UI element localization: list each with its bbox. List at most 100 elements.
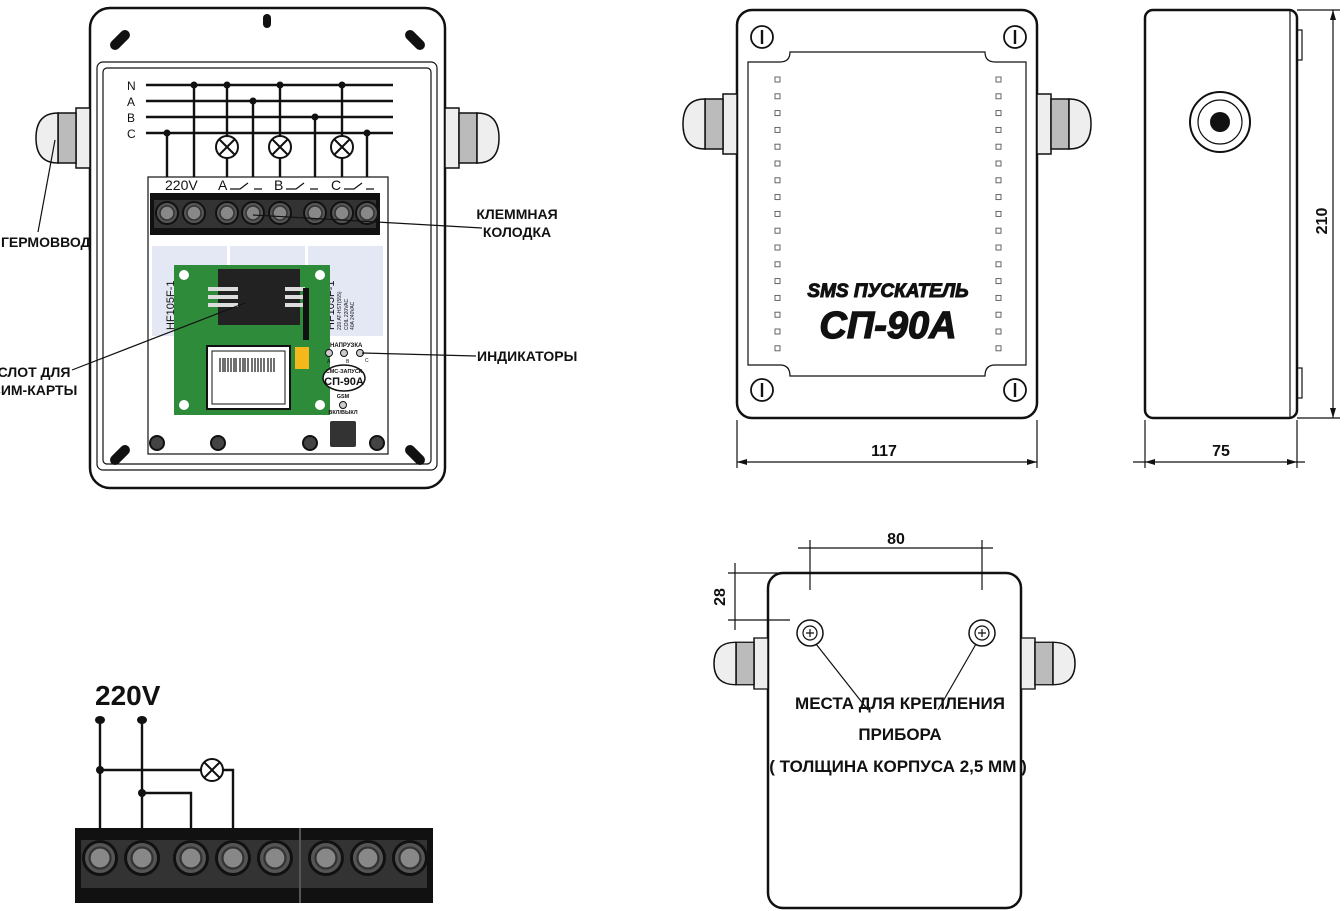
callout-indicators: ИНДИКАТОРЫ — [477, 348, 577, 364]
vent-square — [995, 194, 1002, 201]
wiring-voltage: 220V — [95, 680, 161, 711]
terminal-block — [150, 193, 380, 235]
bus-label-a: A — [127, 95, 135, 109]
vent-square — [774, 93, 781, 100]
relay-label: 40A 240VAC — [350, 301, 356, 330]
barcode-icon — [219, 358, 275, 372]
badge-top: СМС-ЗАПУСК — [326, 369, 363, 375]
cable-gland-icon — [1020, 637, 1076, 690]
dim-height: 210 — [1314, 208, 1331, 235]
vent-square — [995, 227, 1002, 234]
callout-gland: ГЕРМОВВОД — [1, 234, 91, 250]
screw-icon — [749, 377, 775, 403]
vent-square — [774, 261, 781, 268]
terminal-label-c: C — [331, 177, 341, 193]
mount-hole-icon — [796, 619, 996, 647]
vent-square — [995, 143, 1002, 150]
vent-square — [995, 328, 1002, 335]
relay-label: 220 AT-HST(555) — [337, 291, 343, 330]
dim-width: 117 — [871, 443, 897, 460]
vent-squares — [774, 76, 1002, 352]
bus-label-c: C — [127, 127, 136, 141]
vent-square — [774, 76, 781, 83]
vent-square — [774, 294, 781, 301]
screw-icon — [749, 24, 775, 50]
callout-terminal-2: КОЛОДКА — [483, 224, 551, 240]
vent-square — [995, 210, 1002, 217]
vent-square — [995, 311, 1002, 318]
bus-label-n: N — [127, 79, 136, 93]
callout-sim-2: СИМ-КАРТЫ — [0, 382, 77, 398]
vent-square — [774, 110, 781, 117]
lamp-icon — [268, 135, 292, 159]
vent-square — [995, 278, 1002, 285]
led-a-icon — [325, 349, 333, 357]
bottom-view: 80 28 МЕСТА ДЛЯ КРЕПЛЕНИЯ ПРИБОРА ( ТОЛЩ… — [712, 531, 1076, 910]
led-b-icon — [340, 349, 348, 357]
vent-square — [774, 227, 781, 234]
vent-square — [774, 177, 781, 184]
screw-icon — [1002, 377, 1028, 403]
terminal-label-a: A — [218, 177, 228, 193]
front-view: N A B C 220V A B C — [0, 6, 577, 490]
dim-hole-spacing: 80 — [887, 531, 905, 548]
lamp-icon — [330, 135, 354, 159]
vent-square — [774, 126, 781, 133]
lamp-icon — [200, 758, 224, 782]
product-label-small: SMS ПУСКАТЕЛЬ — [807, 281, 968, 302]
dim-depth: 75 — [1212, 443, 1230, 460]
cable-gland-icon — [713, 637, 769, 690]
vent-square — [995, 76, 1002, 83]
vent-square — [774, 210, 781, 217]
screw-icon — [1002, 24, 1028, 50]
led-header: НАПРУЗКА — [330, 343, 363, 349]
terminal-label-b: B — [274, 177, 283, 193]
dim-hole-offset: 28 — [712, 588, 729, 606]
wiring-example: 220V — [75, 680, 433, 903]
cable-gland-icon — [35, 107, 91, 169]
vent-square — [995, 126, 1002, 133]
badge-main: СП-90А — [324, 376, 364, 388]
vent-square — [774, 278, 781, 285]
brand-badge — [322, 364, 366, 392]
power-button[interactable] — [330, 421, 356, 447]
corner-slot-icon — [110, 30, 425, 465]
callout-sim-1: СЛОТ ДЛЯ — [0, 364, 70, 380]
mount-note-1: МЕСТА ДЛЯ КРЕПЛЕНИЯ — [795, 694, 1005, 713]
vent-square — [774, 143, 781, 150]
terminal-label-220v: 220V — [165, 177, 198, 193]
led-label: B — [346, 359, 350, 365]
pcb — [174, 265, 330, 415]
cable-gland-icon — [1036, 93, 1092, 155]
lamp-icon — [215, 135, 239, 159]
led-yellow — [295, 347, 309, 369]
cable-gland-icon — [444, 107, 500, 169]
bus-label-b: B — [127, 111, 135, 125]
mount-note-2: ПРИБОРА — [858, 725, 941, 744]
mount-holes — [149, 435, 385, 451]
relay-label: COIL 220VAC — [344, 298, 350, 330]
vent-square — [995, 261, 1002, 268]
vent-square — [774, 311, 781, 318]
vent-square — [995, 160, 1002, 167]
vent-square — [774, 345, 781, 352]
vent-square — [995, 294, 1002, 301]
led-label: A — [327, 359, 331, 365]
vent-square — [995, 244, 1002, 251]
top-view: SMS ПУСКАТЕЛЬ СП-90А 117 — [682, 8, 1092, 468]
vent-square — [774, 328, 781, 335]
vent-square — [774, 160, 781, 167]
bus-lines: N A B C — [127, 79, 393, 213]
vent-square — [995, 345, 1002, 352]
terminal-block — [75, 828, 433, 903]
power-label: ВКЛ/ВЫКЛ — [328, 410, 357, 416]
side-view: 210 75 — [1133, 8, 1340, 468]
vent-square — [995, 110, 1002, 117]
vent-square — [995, 177, 1002, 184]
cable-gland-icon — [682, 93, 738, 155]
vent-square — [995, 93, 1002, 100]
gsm-led-icon — [339, 401, 347, 409]
product-label-big: СП-90А — [819, 305, 956, 347]
vent-square — [774, 244, 781, 251]
